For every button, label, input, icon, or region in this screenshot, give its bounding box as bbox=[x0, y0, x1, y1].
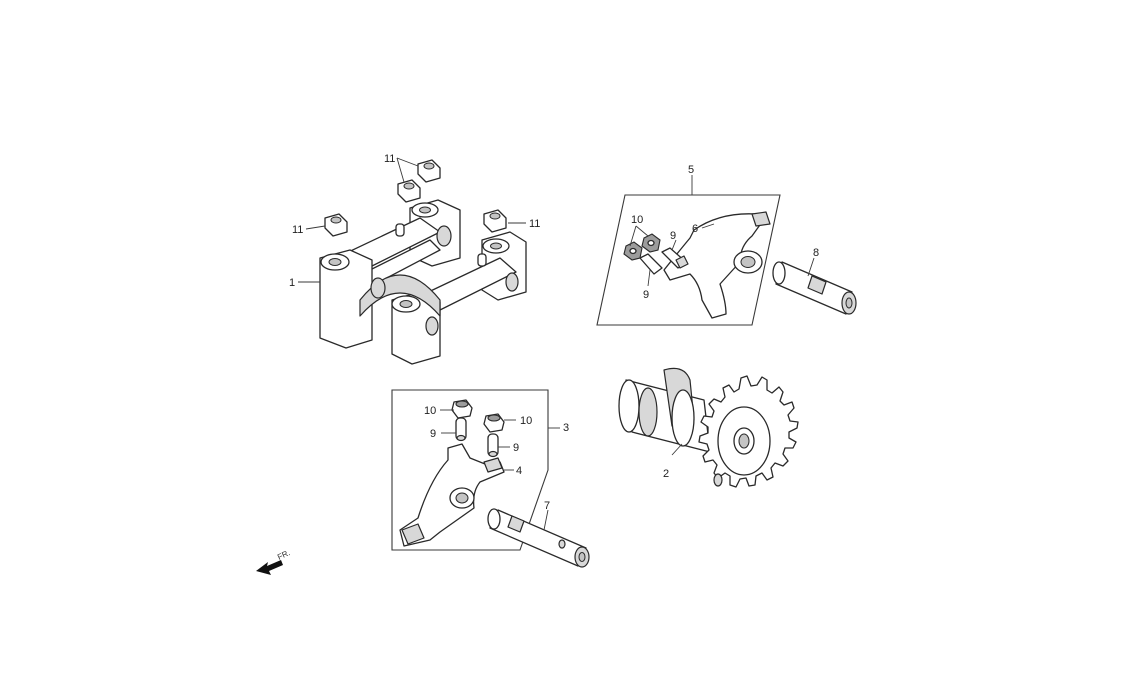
adjust-screw-part-9-upper-b bbox=[639, 253, 663, 275]
adjust-screw-part-9-upper-a bbox=[661, 247, 689, 269]
callout-10-upper: 10 bbox=[631, 214, 643, 226]
nut-part-11-left bbox=[324, 213, 348, 237]
rocker-assembly-box-5 bbox=[596, 194, 781, 326]
callout-11-right: 11 bbox=[529, 218, 540, 230]
adjust-screw-part-9-lower-b bbox=[487, 433, 499, 458]
callout-10-lower-right: 10 bbox=[520, 415, 532, 427]
adjust-screw-part-9-lower-a bbox=[455, 417, 467, 442]
camshaft-part-2 bbox=[618, 367, 799, 488]
callout-9-lower-left: 9 bbox=[430, 428, 436, 440]
lock-nut-part-10-lower-a bbox=[451, 399, 473, 419]
callout-2: 2 bbox=[663, 468, 669, 480]
callout-5: 5 bbox=[688, 164, 694, 176]
callout-6: 6 bbox=[692, 223, 698, 235]
callout-7: 7 bbox=[544, 500, 550, 512]
callout-9-upper-right: 9 bbox=[670, 230, 676, 242]
lock-nut-part-10-upper-a bbox=[641, 233, 661, 253]
rocker-assembly-box-3 bbox=[391, 389, 549, 551]
camshaft-holder-part-1 bbox=[319, 199, 527, 365]
callout-3: 3 bbox=[563, 422, 569, 434]
nut-part-11-top bbox=[417, 159, 441, 183]
callout-4: 4 bbox=[516, 465, 522, 477]
callout-8: 8 bbox=[813, 247, 819, 259]
rocker-arm-part-4 bbox=[399, 443, 505, 547]
lock-nut-part-10-lower-b bbox=[483, 413, 505, 433]
front-direction-indicator: FR. bbox=[256, 548, 292, 575]
callout-10-lower-left: 10 bbox=[424, 405, 436, 417]
callout-11-top: 11 bbox=[384, 153, 395, 165]
rocker-shaft-part-8 bbox=[772, 261, 857, 315]
callout-9-upper-left: 9 bbox=[643, 289, 649, 301]
front-arrow-icon bbox=[256, 560, 283, 575]
callout-11-left: 11 bbox=[292, 224, 303, 236]
rocker-shaft-part-7 bbox=[487, 508, 590, 568]
front-label: FR. bbox=[276, 548, 291, 562]
lock-nut-part-10-upper-b bbox=[623, 241, 643, 261]
nut-part-11-middle bbox=[397, 179, 421, 203]
rocker-arm-part-6 bbox=[663, 211, 771, 319]
callout-1: 1 bbox=[289, 277, 295, 289]
callout-9-lower-right: 9 bbox=[513, 442, 519, 454]
nut-part-11-right bbox=[483, 209, 507, 233]
